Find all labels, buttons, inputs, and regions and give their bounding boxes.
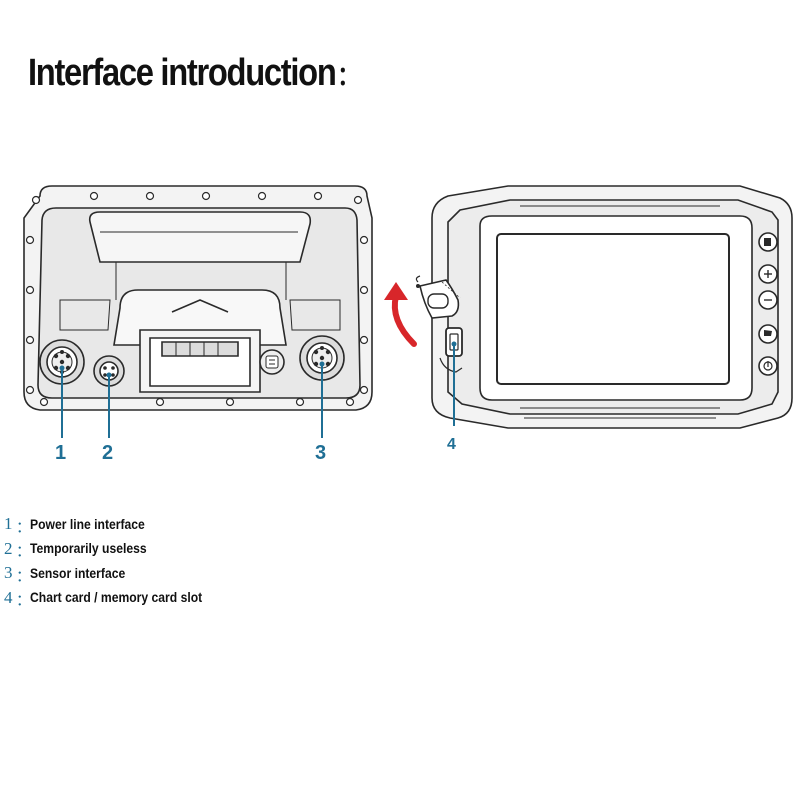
rear-view bbox=[23, 185, 373, 411]
legend-item-1: 1 ： Power line interface bbox=[4, 514, 145, 536]
callout-3-label: 3 bbox=[315, 442, 326, 464]
legend-text: Temporarily useless bbox=[30, 541, 147, 557]
front-callout-line bbox=[451, 341, 457, 426]
legend-item-4: 4 ： Chart card / memory card slot bbox=[4, 587, 203, 610]
rear-callout-lines bbox=[59, 361, 325, 438]
legend-item-3: 3 ： Sensor interface bbox=[4, 563, 126, 585]
legend-text: Power line interface bbox=[30, 516, 145, 532]
callout-4-label: 4 bbox=[447, 436, 456, 453]
legend-number: 4 bbox=[4, 587, 13, 607]
legend-number: 3 bbox=[4, 563, 13, 583]
legend-text: Sensor interface bbox=[30, 565, 126, 581]
legend-text: Chart card / memory card slot bbox=[30, 590, 203, 606]
legend-item-2: 2 ： Temporarily useless bbox=[4, 538, 147, 561]
rear-screws bbox=[25, 191, 369, 407]
device-interface-diagram: 1 2 3 bbox=[23, 185, 793, 464]
callout-2-label: 2 bbox=[102, 442, 113, 464]
callout-1-label: 1 bbox=[55, 442, 66, 464]
front-view bbox=[415, 185, 793, 429]
legend-number: 1 bbox=[4, 514, 13, 534]
page-title: Interface introduction： bbox=[28, 52, 360, 95]
open-door-arrow bbox=[384, 282, 417, 347]
legend: 1 ： Power line interface 2 ： Temporarily… bbox=[4, 512, 604, 610]
page-title-colon: ： bbox=[337, 61, 360, 91]
legend-number: 2 bbox=[4, 538, 13, 558]
page-title-text: Interface introduction bbox=[28, 52, 337, 94]
